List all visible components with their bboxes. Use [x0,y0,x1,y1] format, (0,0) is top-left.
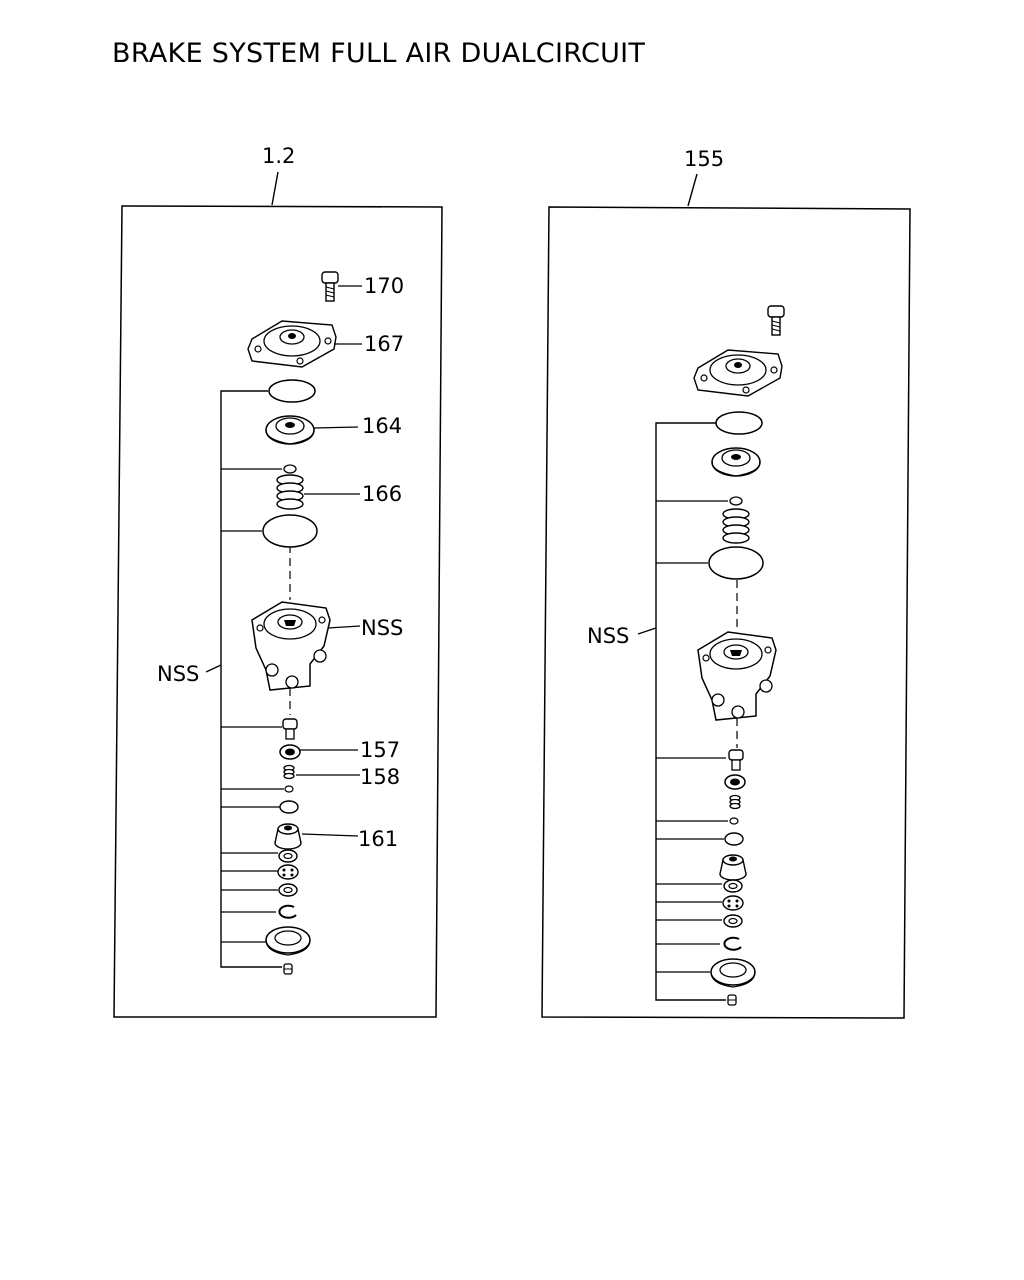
valve-part [719,854,747,881]
cap-part [265,926,311,956]
cover-part [693,349,783,397]
diaphragm-part [262,514,318,548]
assembly-ref-leader-left [271,171,279,206]
left-panel: 1.2 NSS [113,144,443,1018]
cover-part [247,320,337,368]
piston-part [711,447,761,477]
nss-bracket-right [655,422,726,1001]
callout-164: 164 [362,414,402,438]
o-ring-part [279,800,299,814]
piston-part [265,415,315,445]
nut-part [727,994,737,1006]
assembly-ref-left: 1.2 [262,144,295,168]
left-panel-frame [113,205,443,1018]
spring-part [276,474,304,510]
callout-170: 170 [364,274,404,298]
washer-part [723,914,743,928]
valve-body-part [251,601,331,691]
disc-part [722,895,744,911]
gasket-part [268,379,316,403]
nss-label-right: NSS [587,624,629,648]
right-panel-frame [541,206,911,1019]
washer-part [278,883,298,897]
seal-part [724,774,746,790]
gasket-part [715,411,763,435]
small-spring-part [283,764,295,780]
callout-nss-body: NSS [361,616,403,640]
small-spring-part [729,794,741,810]
o-ring-part [283,464,297,474]
circlip-part [278,904,297,919]
spring-part [722,508,750,544]
plunger-part [282,718,298,740]
callout-167: 167 [364,332,404,356]
small-o-ring-part [729,817,739,825]
callout-161: 161 [358,827,398,851]
disc-part [277,864,299,880]
bolt-part [767,305,785,336]
callout-166: 166 [362,482,402,506]
circlip-part [723,936,742,951]
nss-bracket-left [220,390,282,968]
washer-part [723,879,743,893]
washer-part [278,849,298,863]
valve-body-part [697,631,777,721]
right-panel: 155 NSS [541,147,911,1019]
plunger-part [728,749,744,771]
nut-part [283,963,293,975]
bolt-part [321,271,339,302]
page-title: BRAKE SYSTEM FULL AIR DUALCIRCUIT [112,38,646,69]
nss-label-left: NSS [157,662,199,686]
seal-part [279,744,301,760]
o-ring-part [729,496,743,506]
callout-158: 158 [360,765,400,789]
cap-part [710,958,756,988]
assembly-ref-right: 155 [684,147,724,171]
valve-part [274,823,302,850]
callout-157: 157 [360,738,400,762]
assembly-ref-leader-right [687,173,698,207]
o-ring-part [724,832,744,846]
small-o-ring-part [284,785,294,793]
diaphragm-part [708,546,764,580]
